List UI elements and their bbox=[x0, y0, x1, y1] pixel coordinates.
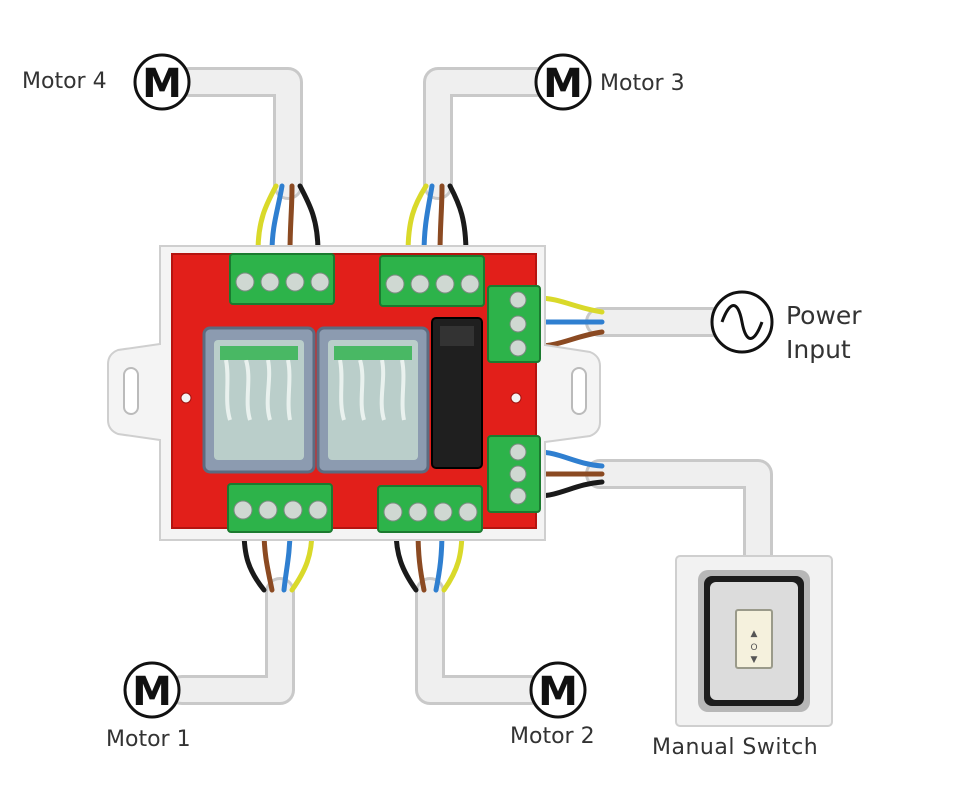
wires-motor-4 bbox=[255, 183, 321, 255]
motor-2-label: Motor 2 bbox=[510, 724, 595, 749]
motor-3-label: Motor 3 bbox=[600, 71, 685, 96]
cable-motor-1 bbox=[167, 577, 295, 705]
relay-left bbox=[202, 326, 316, 474]
terminal-block-motor-3 bbox=[379, 255, 485, 307]
cable-motor-2 bbox=[415, 577, 545, 705]
terminal-block-switch bbox=[487, 435, 541, 513]
motor-4-icon: M bbox=[133, 53, 191, 111]
manual-switch-icon: ▲ O ▼ bbox=[675, 555, 833, 727]
motor-2-icon: M bbox=[529, 661, 587, 719]
mounting-slot-left bbox=[123, 367, 139, 415]
wires-manual-switch bbox=[535, 449, 605, 499]
mounting-slot-right bbox=[571, 367, 587, 415]
wires-power-input bbox=[535, 295, 605, 349]
cable-motor-3 bbox=[423, 67, 551, 200]
cable-manual-switch bbox=[585, 459, 773, 575]
motor-3-icon: M bbox=[534, 53, 592, 111]
terminal-block-motor-1 bbox=[227, 483, 333, 533]
motor-4-symbol: M bbox=[142, 61, 182, 107]
cable-motor-4 bbox=[175, 67, 303, 200]
svg-text:▼: ▼ bbox=[751, 655, 758, 665]
terminal-block-motor-4 bbox=[229, 253, 335, 305]
manual-switch-label: Manual Switch bbox=[652, 735, 819, 760]
motor-1-label: Motor 1 bbox=[106, 727, 191, 752]
motor-2-symbol: M bbox=[538, 669, 578, 715]
power-input-label-line1: Power bbox=[786, 301, 862, 330]
relay-right bbox=[316, 326, 430, 474]
terminal-block-power bbox=[487, 285, 541, 363]
motor-3-symbol: M bbox=[543, 61, 583, 107]
motor-4-label: Motor 4 bbox=[22, 69, 107, 94]
motor-1-icon: M bbox=[123, 661, 181, 719]
ac-power-icon bbox=[710, 290, 774, 354]
svg-text:▲: ▲ bbox=[751, 629, 758, 639]
motor-1-symbol: M bbox=[132, 669, 172, 715]
power-input-label-line2: Input bbox=[786, 335, 851, 364]
relay-black-block bbox=[431, 317, 483, 469]
terminal-block-motor-2 bbox=[377, 485, 483, 533]
svg-text:O: O bbox=[750, 643, 757, 653]
